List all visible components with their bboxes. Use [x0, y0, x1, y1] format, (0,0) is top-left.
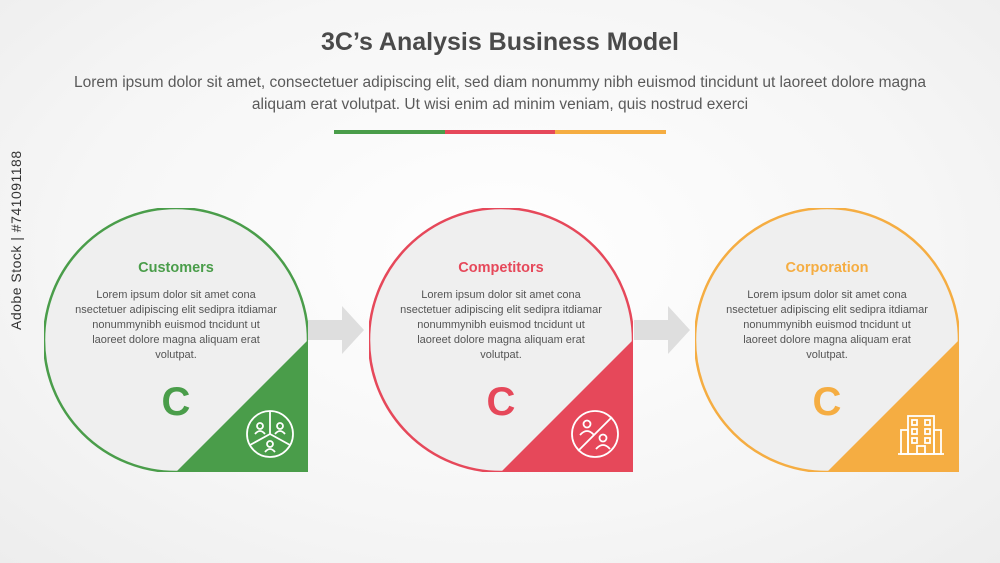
color-divider — [334, 130, 667, 134]
card-title: Competitors — [458, 260, 544, 276]
card-corporation: Corporation Lorem ipsum dolor sit amet c… — [695, 208, 959, 472]
card-shape — [44, 208, 308, 472]
card-letter: C — [161, 380, 191, 424]
office-building-icon — [898, 415, 944, 455]
card-title: Customers — [138, 260, 214, 276]
divider-red — [444, 130, 556, 134]
divider-orange — [555, 130, 667, 134]
customers-group-icon — [246, 410, 294, 458]
arrow-right-icon — [308, 306, 364, 354]
arrow-right-icon — [634, 306, 690, 354]
card-letter: C — [812, 380, 842, 424]
competitors-versus-icon — [571, 410, 619, 458]
card-shape — [695, 208, 959, 472]
divider-green — [334, 130, 445, 134]
stock-watermark: Adobe Stock | #741091188 — [8, 150, 24, 330]
card-body: Lorem ipsum dolor sit amet cona nsectetu… — [726, 289, 928, 361]
card-letter: C — [486, 380, 516, 424]
card-title: Corporation — [785, 260, 869, 276]
card-customers: Customers Lorem ipsum dolor sit amet con… — [44, 208, 308, 472]
card-body: Lorem ipsum dolor sit amet cona nsectetu… — [400, 289, 602, 361]
page-title: 3C’s Analysis Business Model — [321, 28, 679, 56]
card-competitors: Competitors Lorem ipsum dolor sit amet c… — [369, 208, 633, 472]
card-body: Lorem ipsum dolor sit amet cona nsectetu… — [75, 289, 277, 361]
page-subtitle: Lorem ipsum dolor sit amet, consectetuer… — [73, 74, 927, 113]
